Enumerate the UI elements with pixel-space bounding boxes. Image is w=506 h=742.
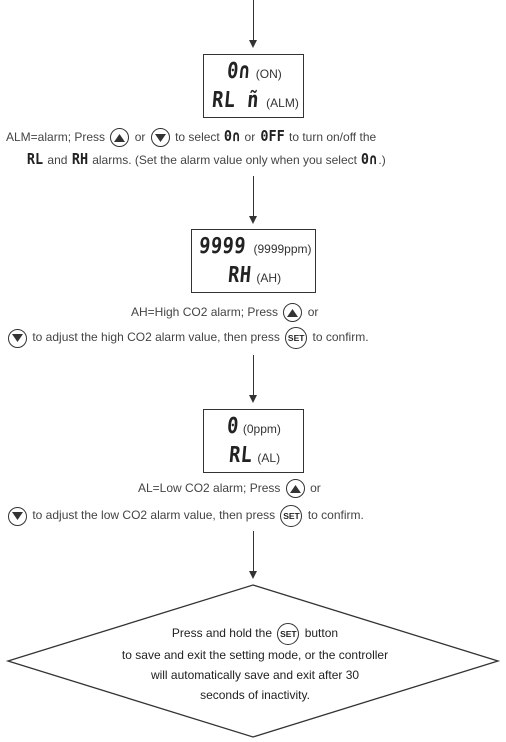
low-alarm-instruction-line1: AL=Low CO2 alarm; Press or <box>138 478 321 499</box>
down-button-icon <box>150 128 170 148</box>
lcd-segment-on-inline-2: 0∩ <box>361 150 378 168</box>
lcd-label-al: (AL) <box>257 451 281 465</box>
flow-arrow-1 <box>253 0 254 40</box>
diamond-line2: to save and exit the setting mode, or th… <box>121 648 389 662</box>
set-button-icon: SET <box>277 623 300 645</box>
lcd-label-on: (ON) <box>255 67 282 81</box>
high-alarm-instruction-line1: AH=High CO2 alarm; Press or <box>131 302 318 323</box>
flow-arrow-4-head <box>249 571 257 579</box>
alarm-switch-instruction-line2: RL and RH alarms. (Set the alarm value o… <box>26 150 386 168</box>
diamond-line3: will automatically save and exit after 3… <box>150 668 360 682</box>
lcd-display-high-alarm: 9999 (9999ppm) RH (AH) <box>191 229 316 293</box>
set-button-icon: SET <box>280 505 303 527</box>
lcd-label-ah: (AH) <box>256 271 282 285</box>
diamond-text: Press and hold the SET button to save an… <box>120 623 390 705</box>
flow-arrow-3-head <box>249 395 257 403</box>
flow-arrow-1-head <box>249 40 257 48</box>
flow-arrow-4 <box>253 531 254 571</box>
up-button-icon <box>110 128 130 148</box>
lcd-segment-ah-inline: RH <box>71 150 88 168</box>
lcd-label-0ppm: (0ppm) <box>242 422 281 436</box>
high-alarm-instruction-line2: to adjust the high CO2 alarm value, then… <box>6 327 369 349</box>
flow-arrow-2 <box>253 176 254 216</box>
diamond-line1: Press and hold the SET button <box>120 623 390 645</box>
low-alarm-instruction-line2: to adjust the low CO2 alarm value, then … <box>6 505 364 527</box>
lcd-label-alm: (ALM) <box>266 96 299 110</box>
lcd-label-9999ppm: (9999ppm) <box>253 242 312 256</box>
lcd-segment-off-inline: 0FF <box>259 127 285 145</box>
diamond-line4: seconds of inactivity. <box>200 688 310 702</box>
down-button-icon <box>8 506 27 526</box>
alarm-switch-instruction-line1: ALM=alarm; Press or to select 0∩ or 0FF … <box>6 126 376 148</box>
down-button-icon <box>8 328 27 348</box>
lcd-segment-al-inline: RL <box>26 150 44 168</box>
up-button-icon <box>283 303 303 323</box>
set-button-icon: SET <box>285 327 308 349</box>
flow-arrow-2-head <box>249 216 257 224</box>
lcd-segment-on-inline: 0∩ <box>224 127 241 145</box>
flow-arrow-3 <box>253 355 254 395</box>
lcd-display-low-alarm: 0 (0ppm) RL (AL) <box>203 409 304 473</box>
up-button-icon <box>285 479 305 499</box>
lcd-display-alarm-switch: 0∩ (ON) RL ñ (ALM) <box>203 54 304 118</box>
